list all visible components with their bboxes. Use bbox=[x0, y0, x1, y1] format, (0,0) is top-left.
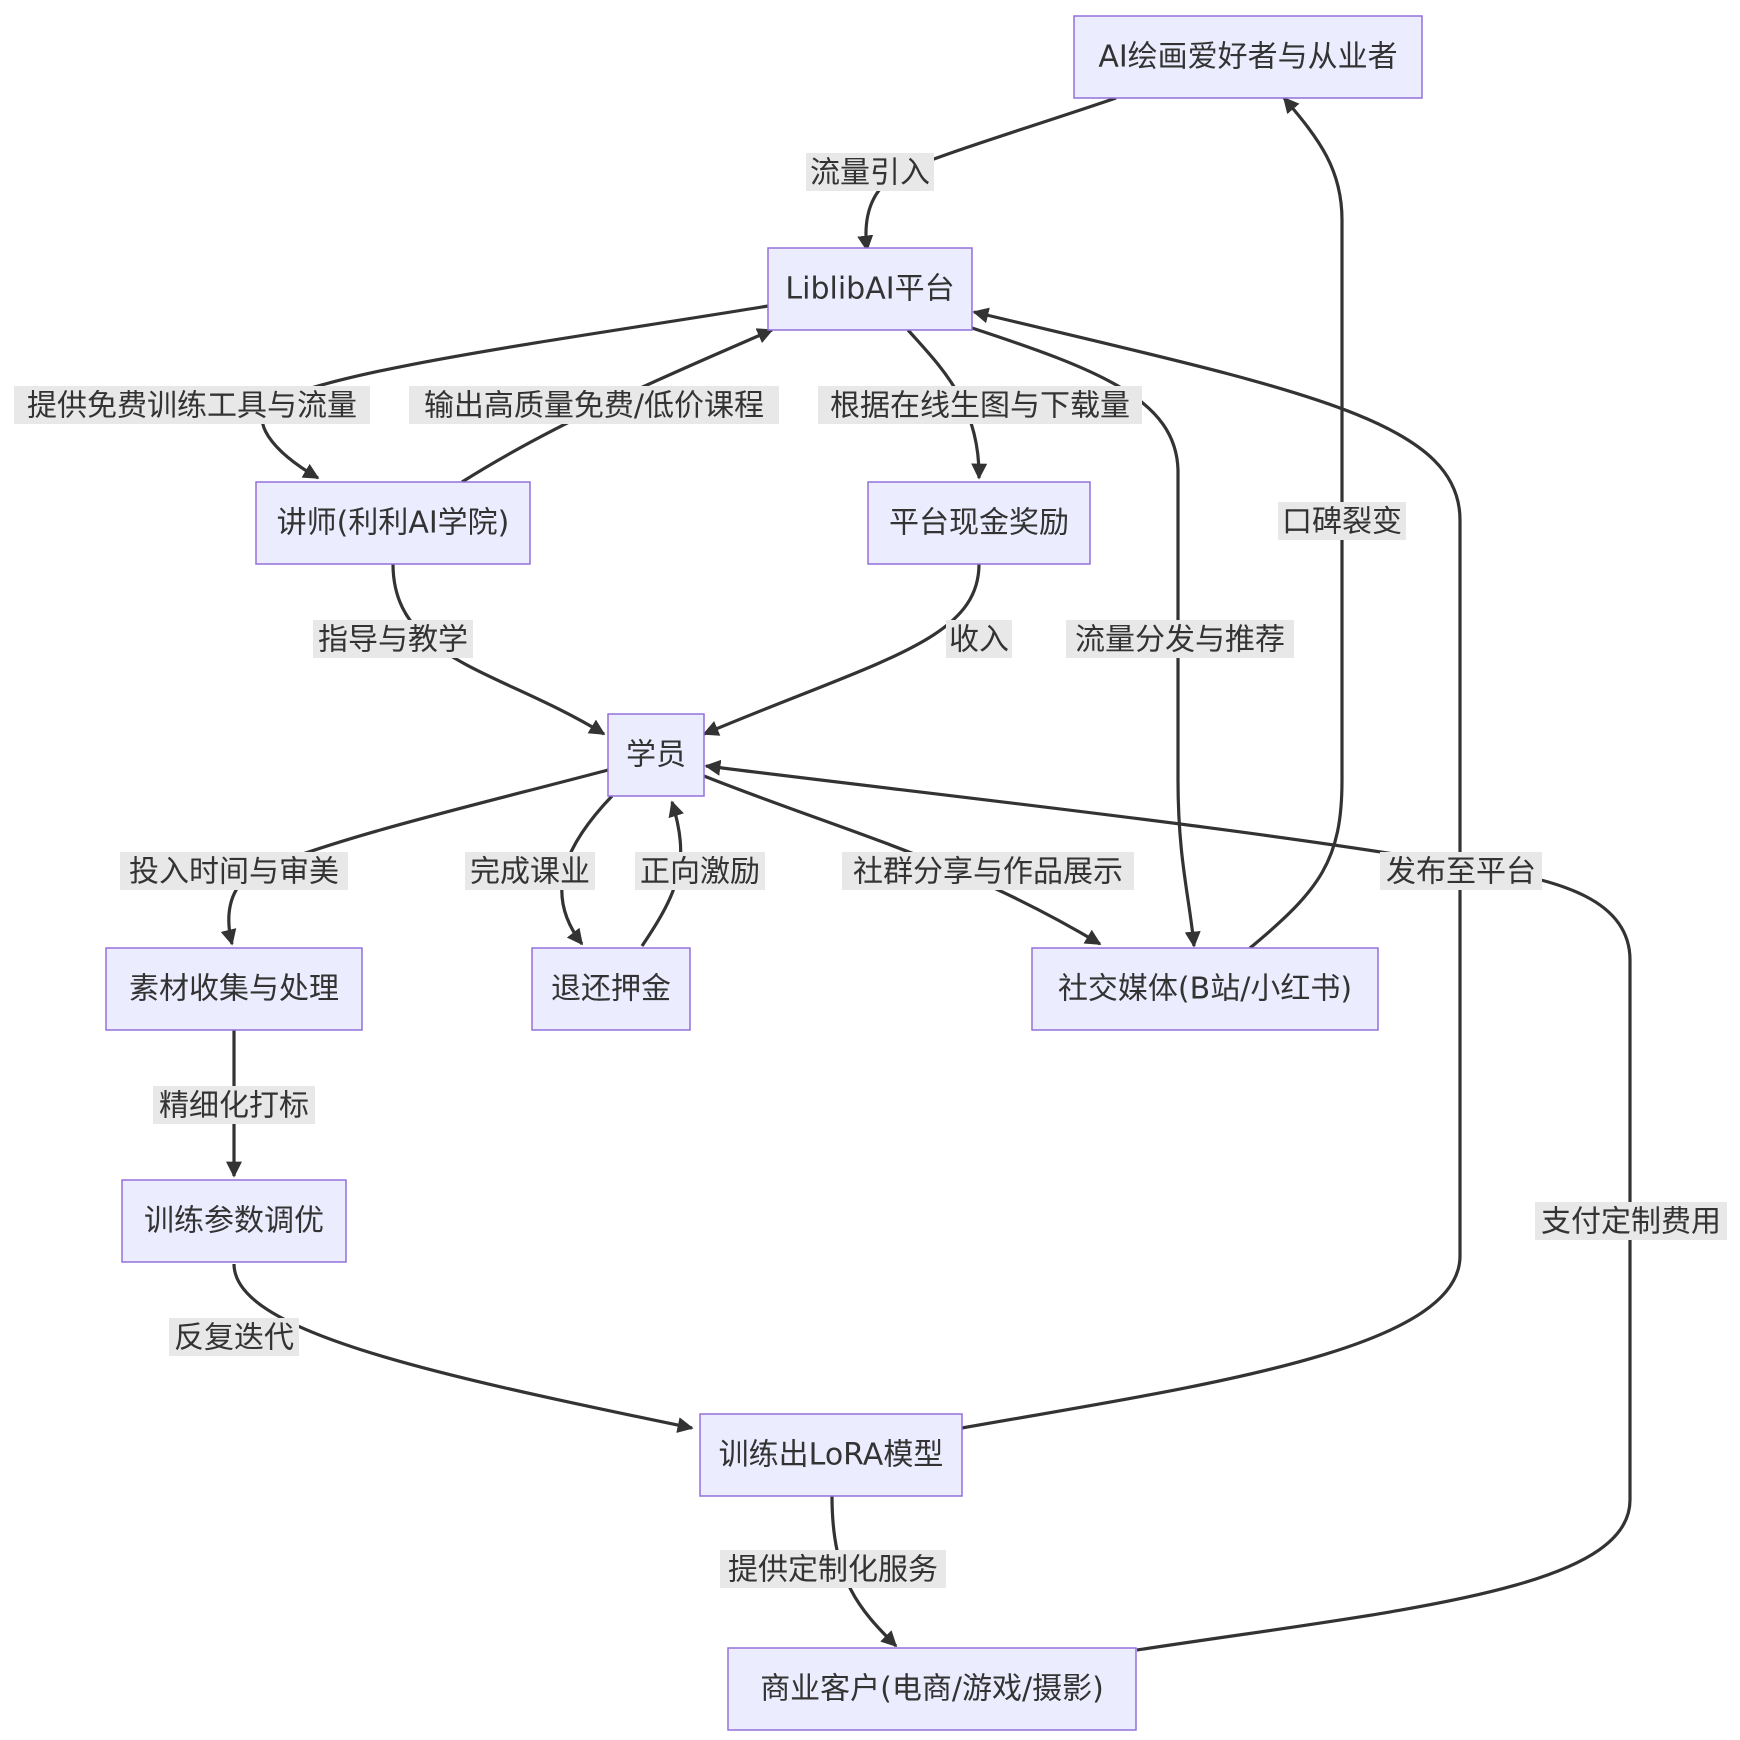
node-refund-box bbox=[531, 947, 691, 1031]
label-custom-fee-text: 支付定制费用 bbox=[1541, 1205, 1721, 1240]
node-student-box bbox=[607, 713, 705, 797]
edge-labels: 流量引入 提供免费训练工具与流量 输出高质量免费/低价课程 根据在线生图与下载量… bbox=[14, 153, 1727, 1588]
label-invest: 投入时间与审美 bbox=[120, 852, 348, 890]
label-income-text: 收入 bbox=[949, 623, 1009, 658]
node-lora-box bbox=[699, 1413, 963, 1497]
label-positive: 正向激励 bbox=[635, 852, 765, 890]
label-word-of-mouth-text: 口碑裂变 bbox=[1282, 505, 1402, 540]
node-params[interactable]: 训练参数调优 bbox=[121, 1179, 347, 1263]
label-by-usage-text: 根据在线生图与下载量 bbox=[830, 389, 1130, 424]
edge-liblib-to-social bbox=[971, 326, 1201, 948]
label-publish: 发布至平台 bbox=[1380, 852, 1542, 890]
node-liblib-label: LiblibAI平台 bbox=[785, 272, 954, 307]
edge-client-publish-to-student bbox=[704, 759, 1632, 1652]
label-bg bbox=[1535, 1202, 1727, 1240]
node-client-label: 商业客户(电商/游戏/摄影) bbox=[760, 1672, 1104, 1707]
node-refund[interactable]: 退还押金 bbox=[531, 947, 691, 1031]
label-income: 收入 bbox=[946, 620, 1012, 658]
label-bg bbox=[1066, 620, 1294, 658]
node-params-label: 训练参数调优 bbox=[144, 1204, 324, 1239]
label-bg bbox=[806, 153, 934, 191]
label-courses: 输出高质量免费/低价课程 bbox=[409, 386, 779, 424]
node-lora-label: 训练出LoRA模型 bbox=[719, 1438, 944, 1473]
label-word-of-mouth: 口碑裂变 bbox=[1278, 502, 1406, 540]
edges bbox=[220, 96, 1632, 1652]
node-cash-label: 平台现金奖励 bbox=[889, 506, 1069, 541]
label-traffic-in-text: 流量引入 bbox=[810, 156, 930, 191]
node-ai-fans[interactable]: AI绘画爱好者与从业者 bbox=[1073, 15, 1423, 99]
label-invest-text: 投入时间与审美 bbox=[129, 855, 339, 890]
label-iteration-text: 反复迭代 bbox=[174, 1321, 294, 1356]
label-bg bbox=[946, 620, 1012, 658]
edge-teacher-to-student bbox=[391, 563, 606, 736]
label-guidance-text: 指导与教学 bbox=[318, 623, 468, 658]
edge-student-to-material bbox=[220, 768, 609, 946]
label-bg bbox=[842, 852, 1134, 890]
label-bg bbox=[313, 620, 473, 658]
label-bg bbox=[465, 852, 595, 890]
node-student[interactable]: 学员 bbox=[607, 713, 705, 797]
label-bg bbox=[409, 386, 779, 424]
label-positive-text: 正向激励 bbox=[640, 855, 760, 890]
label-bg bbox=[635, 852, 765, 890]
label-labeling: 精细化打标 bbox=[153, 1086, 315, 1124]
node-ai-fans-label: AI绘画爱好者与从业者 bbox=[1098, 40, 1397, 75]
node-teacher[interactable]: 讲师(利利AI学院) bbox=[255, 481, 531, 565]
edge-cash-to-student bbox=[702, 563, 981, 736]
label-bg bbox=[169, 1318, 299, 1356]
label-publish-text: 发布至平台 bbox=[1386, 855, 1536, 890]
node-teacher-box bbox=[255, 481, 531, 565]
node-material-box bbox=[105, 947, 363, 1031]
edge-lora-to-client bbox=[830, 1495, 898, 1648]
label-bg bbox=[1380, 852, 1542, 890]
node-social-label: 社交媒体(B站/小红书) bbox=[1058, 972, 1352, 1007]
label-labeling-text: 精细化打标 bbox=[159, 1089, 309, 1124]
node-lora[interactable]: 训练出LoRA模型 bbox=[699, 1413, 963, 1497]
label-custom-service-text: 提供定制化服务 bbox=[728, 1553, 938, 1588]
label-community: 社群分享与作品展示 bbox=[842, 852, 1134, 890]
label-bg bbox=[1278, 502, 1406, 540]
label-distribution: 流量分发与推荐 bbox=[1066, 620, 1294, 658]
node-ai-fans-box bbox=[1073, 15, 1423, 99]
label-free-tools-text: 提供免费训练工具与流量 bbox=[27, 389, 357, 424]
label-custom-service: 提供定制化服务 bbox=[720, 1550, 946, 1588]
edge-params-to-lora bbox=[232, 1263, 694, 1433]
label-community-text: 社群分享与作品展示 bbox=[853, 855, 1123, 890]
label-bg bbox=[818, 386, 1142, 424]
node-student-label: 学员 bbox=[626, 738, 686, 773]
label-bg bbox=[153, 1086, 315, 1124]
node-refund-label: 退还押金 bbox=[551, 972, 671, 1007]
label-iteration: 反复迭代 bbox=[169, 1318, 299, 1356]
node-liblib[interactable]: LiblibAI平台 bbox=[767, 247, 973, 331]
label-bg bbox=[14, 386, 370, 424]
edge-social-to-ai-fans bbox=[1248, 96, 1344, 950]
node-social-box bbox=[1031, 947, 1379, 1031]
label-homework-text: 完成课业 bbox=[470, 855, 590, 890]
label-bg bbox=[120, 852, 348, 890]
node-cash-box bbox=[867, 481, 1091, 565]
label-free-tools: 提供免费训练工具与流量 bbox=[14, 386, 370, 424]
node-client-box bbox=[727, 1647, 1137, 1731]
node-teacher-label: 讲师(利利AI学院) bbox=[277, 506, 510, 541]
node-cash[interactable]: 平台现金奖励 bbox=[867, 481, 1091, 565]
node-liblib-box bbox=[767, 247, 973, 331]
node-material-label: 素材收集与处理 bbox=[129, 972, 339, 1007]
label-guidance: 指导与教学 bbox=[313, 620, 473, 658]
label-traffic-in: 流量引入 bbox=[806, 153, 934, 191]
edge-student-to-social bbox=[703, 774, 1102, 946]
node-material[interactable]: 素材收集与处理 bbox=[105, 947, 363, 1031]
node-params-box bbox=[121, 1179, 347, 1263]
node-social[interactable]: 社交媒体(B站/小红书) bbox=[1031, 947, 1379, 1031]
edge-liblib-to-teacher bbox=[260, 304, 769, 480]
node-client[interactable]: 商业客户(电商/游戏/摄影) bbox=[727, 1647, 1137, 1731]
label-courses-text: 输出高质量免费/低价课程 bbox=[424, 389, 764, 424]
label-by-usage: 根据在线生图与下载量 bbox=[818, 386, 1142, 424]
label-bg bbox=[720, 1550, 946, 1588]
label-custom-fee: 支付定制费用 bbox=[1535, 1202, 1727, 1240]
label-distribution-text: 流量分发与推荐 bbox=[1075, 623, 1285, 658]
label-homework: 完成课业 bbox=[465, 852, 595, 890]
nodes: AI绘画爱好者与从业者 LiblibAI平台 讲师(利利AI学院) 平台现金奖励… bbox=[105, 15, 1423, 1731]
